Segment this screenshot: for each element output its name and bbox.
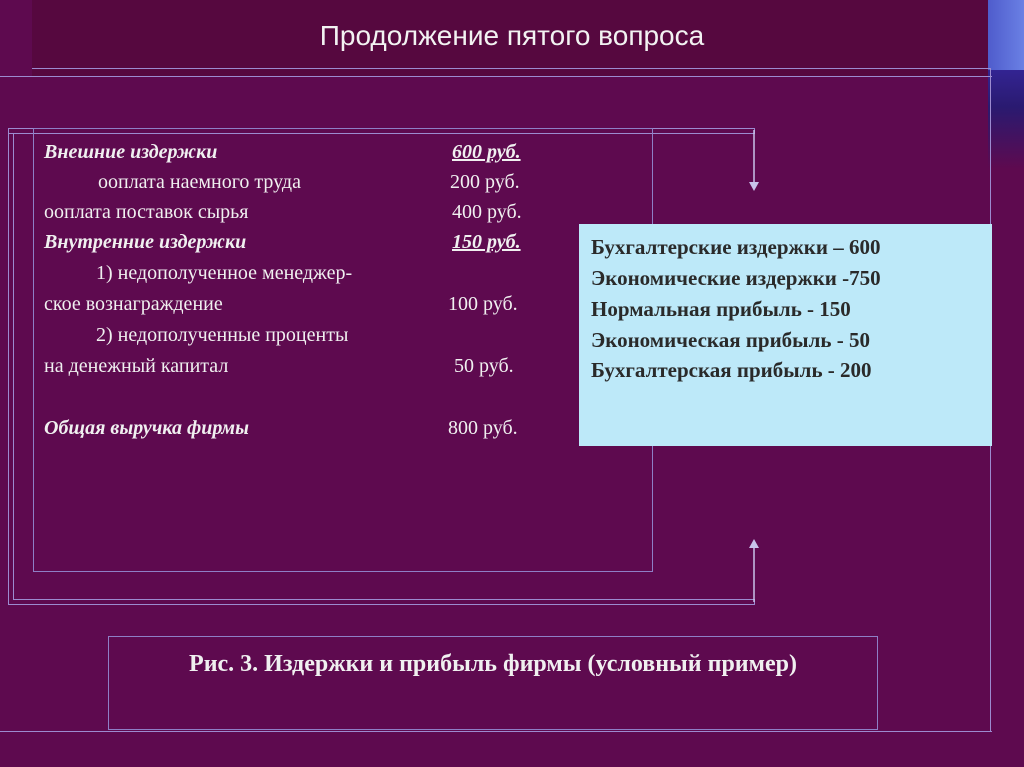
interest-label-2: на денежный капитал (44, 355, 229, 377)
manager-value: 100 руб. (448, 293, 518, 315)
manager-row-2: ское вознаграждение 100 руб. (34, 293, 634, 323)
summary-accounting-profit: Бухгалтерская прибыль - 200 (591, 358, 872, 382)
title-band (32, 0, 992, 76)
frame-line-bottom (0, 731, 992, 732)
arrow-down-icon (749, 130, 759, 191)
interest-value: 50 руб. (454, 355, 514, 377)
supplies-row: oоплата поставок сырья 400 руб. (34, 201, 634, 231)
outer-line-bottom (8, 604, 754, 605)
labor-label: оплата наемного труда (108, 171, 301, 193)
summary-economic-costs: Экономические издержки -750 (591, 266, 881, 290)
summary-panel: Бухгалтерские издержки – 600 Экономическ… (579, 224, 992, 446)
labor-value: 200 руб. (450, 171, 520, 193)
internal-costs-row: Внутренние издержки 150 руб. (34, 231, 634, 261)
outer-line-left (8, 128, 9, 605)
bullet-icon: o (44, 201, 54, 223)
manager-label-1: 1) недополученное менеджер- (96, 262, 353, 284)
supplies-value: 400 руб. (452, 201, 522, 223)
labor-row: oоплата наемного труда 200 руб. (34, 171, 634, 201)
summary-accounting-costs: Бухгалтерские издержки – 600 (591, 235, 881, 259)
interest-row-1: 2) недополученные проценты (34, 324, 634, 354)
outer-line-left-2 (13, 133, 14, 600)
figure-caption: Рис. 3. Издержки и прибыль фирмы (условн… (189, 651, 797, 677)
side-strip-highlight (988, 0, 1024, 70)
arrow-up-icon (749, 539, 759, 602)
internal-costs-value: 150 руб. (452, 231, 521, 253)
revenue-row: Общая выручка фирмы 800 руб. (34, 417, 634, 447)
frame-line-top (32, 68, 990, 69)
page-title: Продолжение пятого вопроса (319, 20, 705, 51)
outer-line-top-2 (8, 133, 754, 134)
external-costs-label: Внешние издержки (44, 141, 218, 163)
manager-row-1: 1) недополученное менеджер- (34, 262, 634, 292)
bullet-icon: o (98, 171, 108, 193)
external-costs-row: Внешние издержки 600 руб. (34, 141, 634, 171)
external-costs-value: 600 руб. (452, 141, 521, 163)
revenue-value: 800 руб. (448, 417, 518, 439)
outer-line-bottom-2 (13, 599, 754, 600)
revenue-label: Общая выручка фирмы (44, 417, 249, 439)
caption-box: Рис. 3. Издержки и прибыль фирмы (условн… (108, 636, 878, 730)
side-strip (988, 0, 1024, 767)
interest-row-2: на денежный капитал 50 руб. (34, 355, 634, 385)
summary-normal-profit: Нормальная прибыль - 150 (591, 297, 851, 321)
interest-label-1: 2) недополученные проценты (96, 324, 349, 346)
summary-economic-profit: Экономическая прибыль - 50 (591, 328, 870, 352)
frame-line-top2 (0, 76, 992, 77)
manager-label-2: ское вознаграждение (44, 293, 223, 315)
costs-panel: Внешние издержки 600 руб. oоплата наемно… (33, 128, 653, 572)
internal-costs-label: Внутренние издержки (44, 231, 247, 253)
supplies-label: оплата поставок сырья (54, 201, 249, 223)
